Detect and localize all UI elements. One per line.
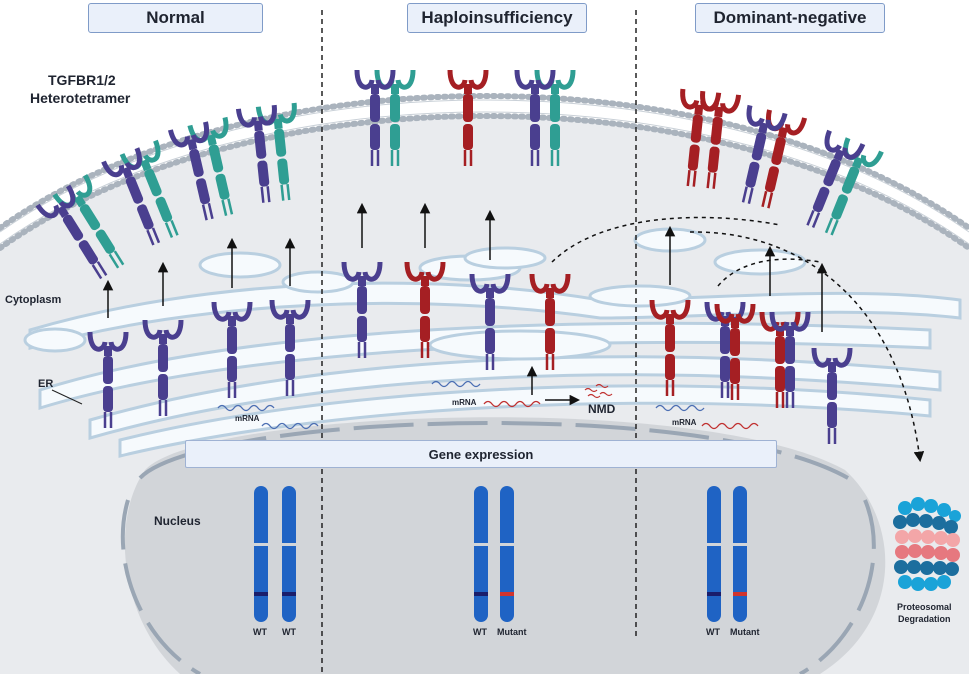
er-receptors-haplo <box>344 202 781 370</box>
mrna-normal <box>217 404 319 430</box>
gene-expression-banner: Gene expression <box>185 440 777 468</box>
header-dominant-negative: Dominant-negative <box>695 3 885 33</box>
header-haploinsufficiency: Haploinsufficiency <box>407 3 587 33</box>
header-normal: Normal <box>88 3 263 33</box>
chromosome-pair-normal <box>254 486 296 622</box>
mrna-label-haplo: mRNA <box>452 398 477 407</box>
er-pointer <box>51 389 83 405</box>
proteosomal-label-line1: Proteosomal <box>897 602 952 612</box>
nmd-fragments-icon <box>584 383 613 399</box>
heterotetramer-label-line2: Heterotetramer <box>30 90 131 106</box>
proteosomal-label-line2: Degradation <box>898 614 951 624</box>
cytoplasm-label: Cytoplasm <box>5 294 62 306</box>
allele-label-normal-left: WT <box>253 627 267 637</box>
allele-label-dominant-left: WT <box>706 627 720 637</box>
mrna-label-normal: mRNA <box>235 414 260 423</box>
chromosomes <box>254 486 747 622</box>
allele-label-normal-right: WT <box>282 627 296 637</box>
chromosome-pair-dominant <box>707 486 747 622</box>
nucleus-label: Nucleus <box>154 514 201 528</box>
er-label: ER <box>38 378 54 390</box>
mrna-label-dominant: mRNA <box>672 418 697 427</box>
chromosome-pair-haplo <box>474 486 514 622</box>
mrna-haplo <box>431 365 613 408</box>
mrna-dominant <box>655 404 759 430</box>
allele-label-haplo-right: Mutant <box>497 627 527 637</box>
allele-label-dominant-right: Mutant <box>730 627 760 637</box>
er-receptors-dominant <box>652 225 925 463</box>
proteasome-icon <box>893 497 961 591</box>
allele-label-haplo-left: WT <box>473 627 487 637</box>
heterotetramer-label-line1: TGFBR1/2 <box>48 72 116 88</box>
er-receptors-normal <box>90 237 308 428</box>
nmd-label: NMD <box>588 402 616 416</box>
